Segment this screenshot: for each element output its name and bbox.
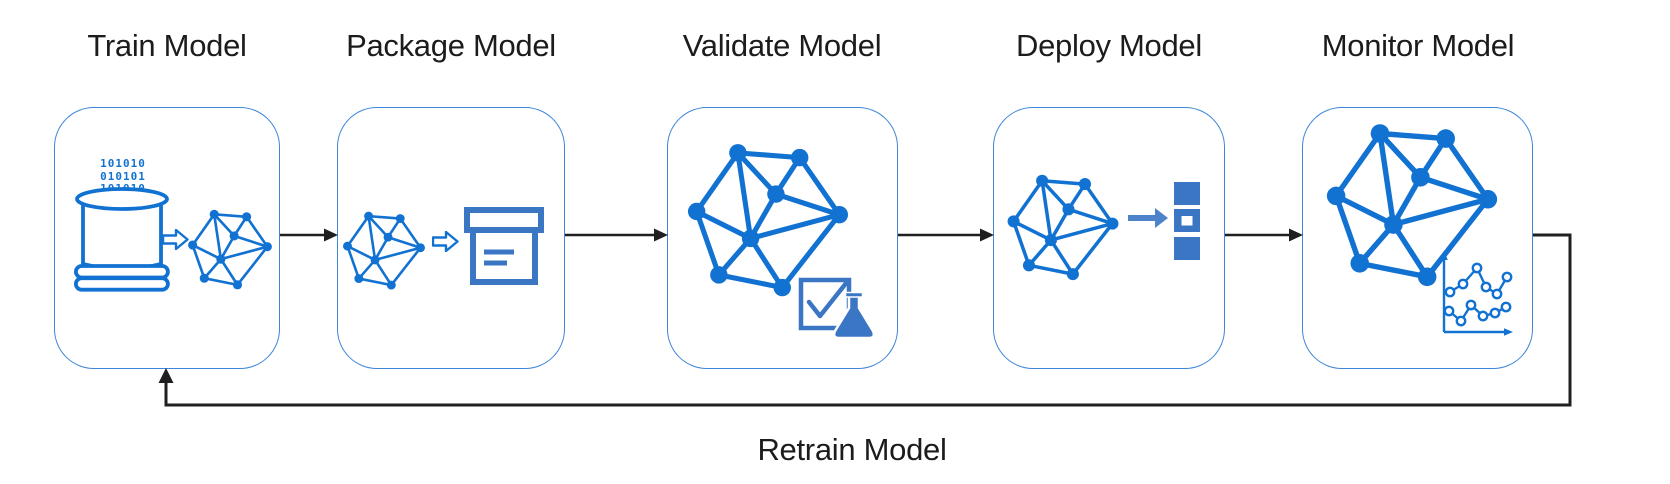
transform-arrow-icon [162, 229, 189, 250]
validate-check-flask-icon [798, 277, 876, 340]
transform-arrow-icon [432, 231, 459, 252]
stage-title-validate: Validate Model [682, 28, 882, 63]
database-icon [74, 187, 170, 292]
retrain-label: Retrain Model [757, 432, 947, 467]
stage-title-monitor: Monitor Model [1321, 28, 1515, 63]
stage-title-package: Package Model [346, 28, 556, 63]
flask-icon [832, 291, 876, 340]
model-network-icon [1005, 172, 1121, 282]
deploy-arrow-icon [1128, 208, 1168, 228]
model-network-icon [341, 210, 427, 291]
model-network-icon [186, 208, 274, 291]
stage-title-deploy: Deploy Model [1016, 28, 1202, 63]
stage-title-train: Train Model [87, 28, 247, 63]
retrain-feedback-arrowhead [158, 368, 174, 383]
metrics-chart-icon [1440, 251, 1513, 336]
package-box-icon [464, 207, 544, 285]
deploy-stack-icon [1174, 182, 1200, 260]
